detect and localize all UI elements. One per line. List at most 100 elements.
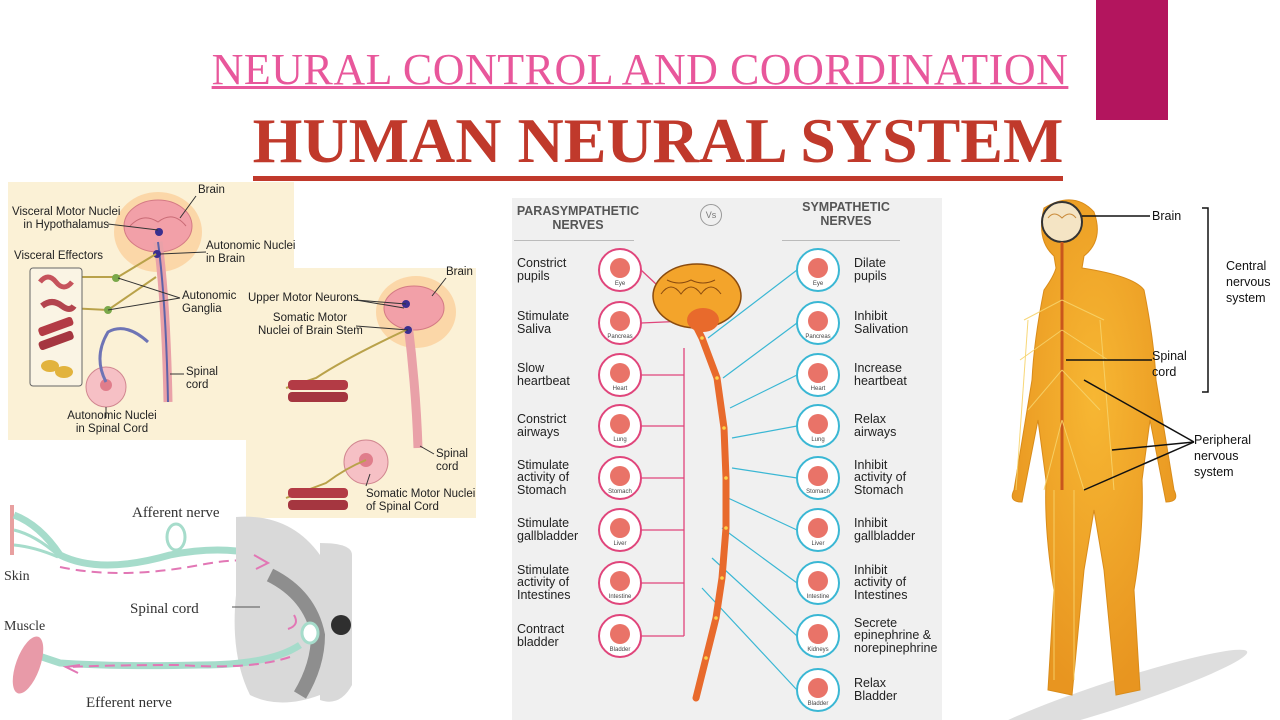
para-intestine-symbol [610,571,630,591]
sympathetic-function: Dilate pupils [854,256,887,283]
divider-left [514,240,634,241]
sympathetic-function: Inhibit gallbladder [854,516,916,543]
label-autonomic-nuclei-brain: Autonomic Nuclei in Brain [206,240,296,265]
label-spinal-cord: Spinal cord [186,366,218,391]
symp-eye-label: Eye [813,281,824,287]
para-bladder-label: Bladder [610,647,631,653]
symp-liver-symbol [808,518,828,538]
para-liver-label: Liver [613,541,626,547]
label-muscle: Muscle [4,619,46,634]
label-autonomic-ganglia: Autonomic Ganglia [182,290,237,315]
spinal-ganglion [714,616,718,620]
sympathetic-nerve-line [722,322,798,379]
symp-kidneys-label: Kidneys [807,647,828,653]
symp-stomach-label: Stomach [806,489,830,495]
sympathetic-function: Relax Bladder [854,676,898,703]
label-skin: Skin [4,569,30,584]
spinal-ganglion [722,426,726,430]
spinal-ganglion [724,476,728,480]
panel-human-body: Brain Central nervous system Spinal cord… [944,190,1280,720]
symp-lung-symbol [808,414,828,434]
spinal-ganglion [700,336,704,340]
sympathetic-function: Relax airways [854,412,897,439]
sympathetic-function: Increase heartbeat [854,361,907,388]
parasympathetic-function: Stimulate gallbladder [517,516,579,543]
label-visceral-effectors: Visceral Effectors [14,250,104,262]
page-title: HUMAN NEURAL SYSTEM [0,106,1280,181]
panel-autonomic-comparison: PARASYMPATHETIC NERVES Vs SYMPATHETIC NE… [512,198,942,720]
spinal-ganglion [704,656,708,660]
sympathetic-nerve-line [711,557,798,637]
para-lung-symbol [610,414,630,434]
symp-bladder-label: Bladder [808,701,829,707]
para-intestine-label: Intestine [609,594,632,600]
parasympathetic-function: Stimulate activity of Intestines [517,562,571,602]
sympathetic-function: Secrete epinephrine & norepinephrine [854,615,938,655]
label-afferent-nerve: Afferent nerve [132,505,220,521]
sympathetic-nerve-line [731,467,798,479]
symp-lung-label: Lung [811,437,824,443]
corner-decoration [1096,0,1168,120]
para-pancreas-symbol [610,311,630,331]
label-somatic-brainstem: Somatic Motor Nuclei of Brain Stem [258,312,363,337]
spinal-ganglion [724,526,728,530]
para-bladder-symbol [610,624,630,644]
symp-eye-symbol [808,258,828,278]
label-brain-b: Brain [446,266,473,278]
subtitle: NEURAL CONTROL AND COORDINATION [211,45,1069,94]
para-eye-symbol [610,258,630,278]
symp-pancreas-symbol [808,311,828,331]
parasympathetic-function: Stimulate Saliva [517,309,570,336]
spinal-ganglion [720,576,724,580]
parasympathetic-function: Contract bladder [517,622,565,649]
autonomic-diagram: EyePancreasHeartLungStomachLiverIntestin… [598,248,840,712]
parasympathetic-function: Constrict pupils [517,256,567,283]
symp-pancreas-label: Pancreas [805,334,830,340]
symp-heart-label: Heart [811,386,826,392]
para-eye-label: Eye [615,281,626,287]
vs-badge: Vs [700,204,722,226]
label-efferent-nerve: Efferent nerve [86,695,172,711]
symp-intestine-symbol [808,571,828,591]
header-parasympathetic: PARASYMPATHETIC NERVES [516,204,640,232]
symp-heart-symbol [808,363,828,383]
label-somatic-spinal: Somatic Motor Nuclei of Spinal Cord [366,488,476,513]
sympathetic-function: Inhibit activity of Stomach [854,457,907,497]
label-upper-motor-neurons: Upper Motor Neurons [248,292,359,304]
symp-bladder-symbol [808,678,828,698]
label-brain: Brain [198,184,225,196]
label-spinal-cord-b: Spinal cord [436,448,468,473]
brain-folds [660,279,722,295]
para-heart-label: Heart [613,386,628,392]
symp-intestine-label: Intestine [807,594,830,600]
sympathetic-function: Inhibit Salivation [854,309,909,336]
panel-somatic-pathway: Brain Upper Motor Neurons Somatic Motor … [246,266,476,518]
sympathetic-function: Inhibit activity of Intestines [854,562,908,602]
sympathetic-nerve-line [729,374,798,409]
symp-kidneys-symbol [808,624,828,644]
somatic-pathway-illustration [285,276,456,510]
para-liver-symbol [610,518,630,538]
parasympathetic-function: Slow heartbeat [517,361,570,388]
label-autonomic-nuclei-spinal: Autonomic Nuclei in Spinal Cord [67,410,157,435]
label-brain-body: Brain [1152,209,1182,223]
divider-right [782,240,900,241]
sympathetic-nerve-line [707,269,798,339]
label-central-nervous-system: Central nervous system [1226,259,1271,305]
para-heart-symbol [610,363,630,383]
header-sympathetic: SYMPATHETIC NERVES [802,200,890,228]
label-spinal-cord-reflex: Spinal cord [130,601,199,617]
brainstem [687,308,719,332]
label-visceral-motor-nuclei: Visceral Motor Nuclei in Hypothalamus [12,206,121,231]
sympathetic-nerve-line [731,425,798,439]
spinal-cord [692,324,730,702]
panel-reflex-arc: Afferent nerve Skin Spinal cord Muscle E… [0,495,370,720]
symp-liver-label: Liver [811,541,824,547]
para-stomach-label: Stomach [608,489,632,495]
label-peripheral-nervous-system: Peripheral nervous system [1194,433,1251,479]
label-spinal-cord-body: Spinal cord [1152,349,1187,379]
sympathetic-nerve-line [727,497,798,531]
parasympathetic-function: Constrict airways [517,412,567,439]
para-pancreas-label: Pancreas [607,334,632,340]
reflex-arc-illustration [10,505,352,703]
